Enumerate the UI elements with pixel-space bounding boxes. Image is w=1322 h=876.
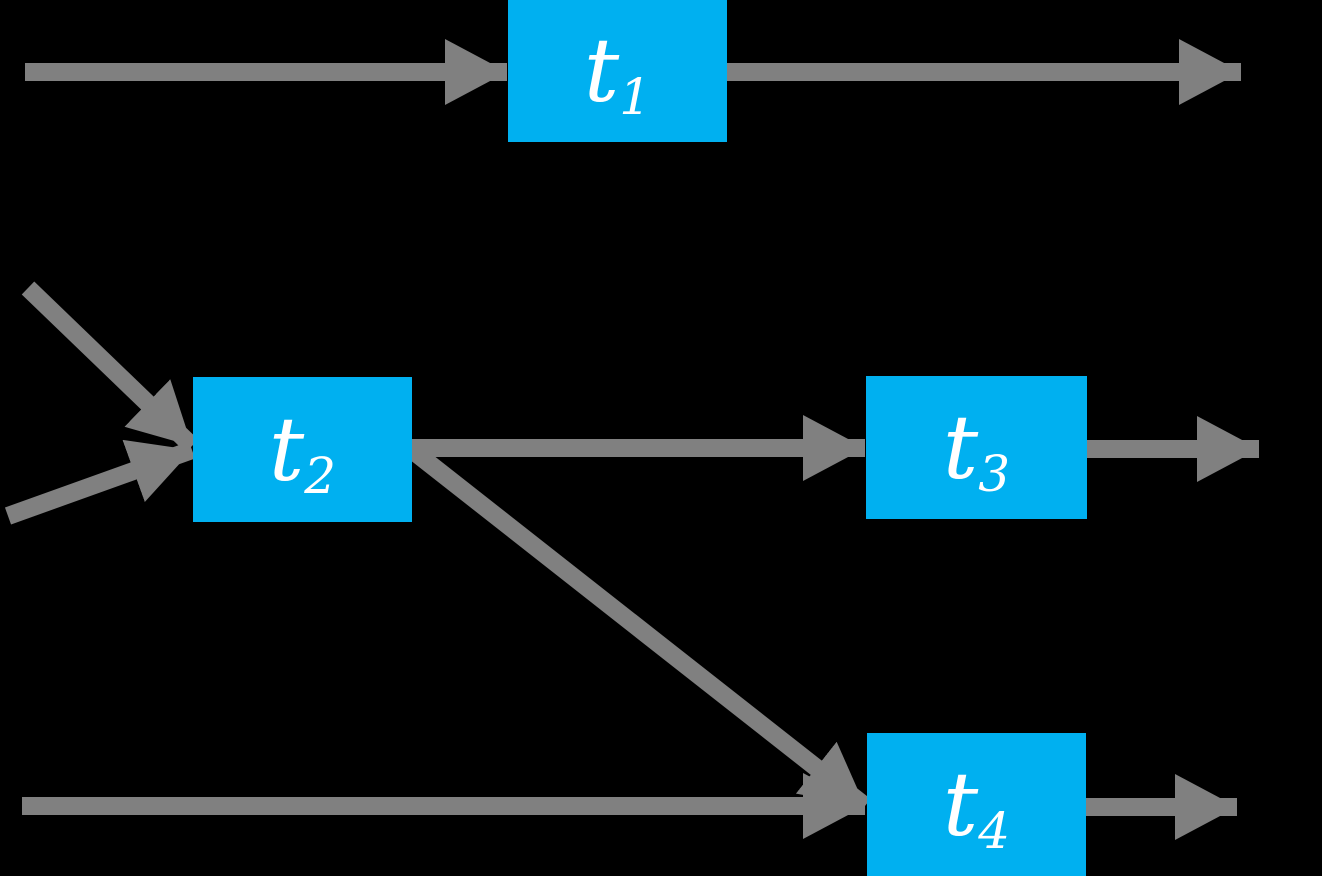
task-label: t — [942, 752, 979, 856]
task-label: t — [583, 19, 620, 122]
task-label: t — [268, 397, 305, 501]
edge-input1-t2 — [21, 281, 199, 453]
edge-t2-t4 — [406, 442, 871, 814]
task-label-subscript: 1 — [619, 68, 652, 126]
edge-input2-t2 — [4, 439, 196, 525]
task-label-subscript: 2 — [304, 446, 337, 505]
task-label: t — [942, 395, 979, 499]
task-label-subscript: 4 — [978, 801, 1011, 860]
task-label-subscript: 3 — [978, 444, 1011, 503]
